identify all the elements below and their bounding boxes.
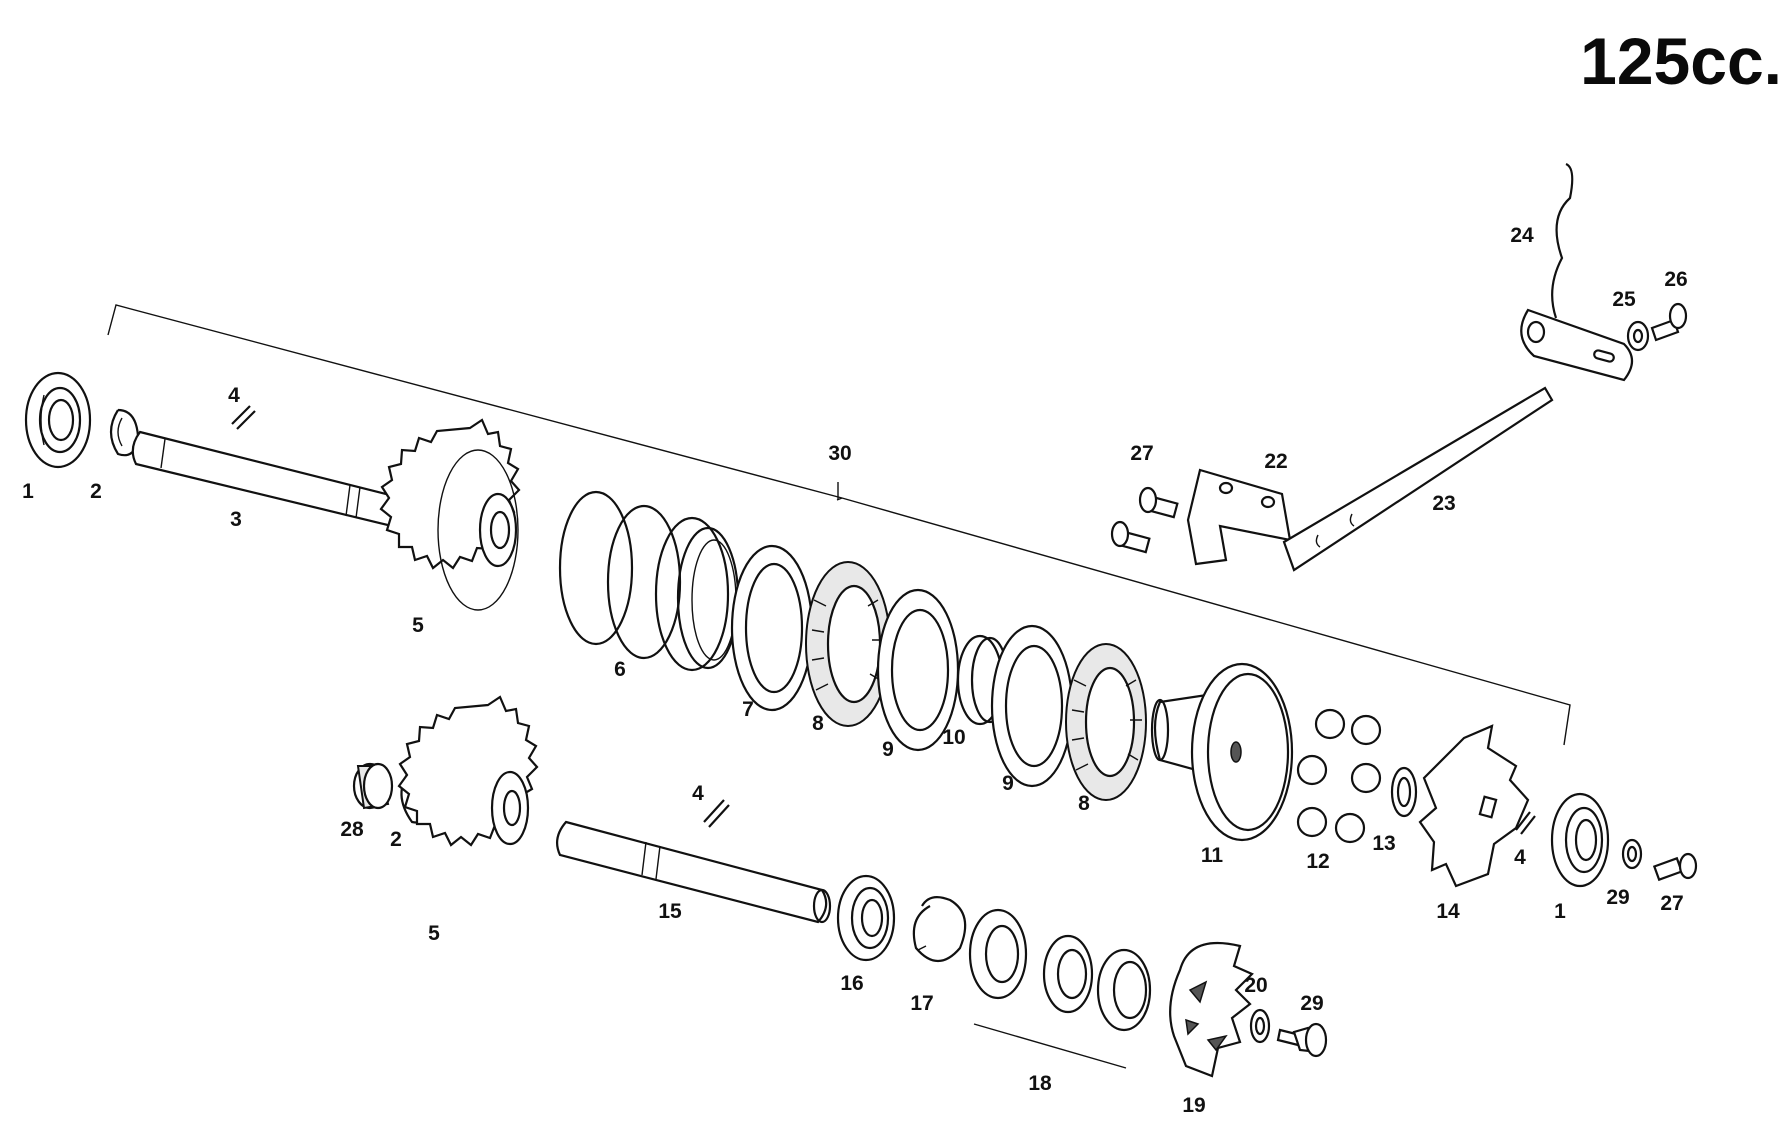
bearing-part-1-right xyxy=(1550,792,1610,888)
label-12: 12 xyxy=(1306,850,1329,873)
impeller-part-19 xyxy=(1169,941,1254,1078)
label-23: 23 xyxy=(1432,492,1455,515)
label-14: 14 xyxy=(1436,900,1460,923)
label-2-upper: 2 xyxy=(90,480,102,503)
label-4-right: 4 xyxy=(1514,846,1526,869)
label-5-lower: 5 xyxy=(428,922,440,945)
shaft-part-15 xyxy=(555,820,832,924)
rod-part-23 xyxy=(1282,386,1554,572)
label-6: 6 xyxy=(614,658,626,681)
label-24: 24 xyxy=(1510,224,1534,247)
screw-part-26 xyxy=(1650,302,1688,342)
engine-displacement-title: 125cc. xyxy=(1580,24,1782,98)
bearing-part-1-left xyxy=(24,371,92,469)
label-10: 10 xyxy=(942,726,965,749)
gear-part-5-upper xyxy=(379,418,521,611)
thrust-bearing-part-8-upper xyxy=(805,561,891,727)
label-28: 28 xyxy=(340,818,364,841)
washer-part-25 xyxy=(1626,320,1650,352)
label-3: 3 xyxy=(230,508,242,531)
shaft-part-3 xyxy=(131,430,407,529)
lever-part-24 xyxy=(1520,162,1634,382)
label-7: 7 xyxy=(742,698,754,721)
screws-part-27-bracket xyxy=(1110,486,1179,554)
label-18: 18 xyxy=(1028,1072,1052,1095)
label-20: 20 xyxy=(1244,974,1267,997)
label-8-lower: 8 xyxy=(1078,792,1090,815)
label-1-right: 1 xyxy=(1554,900,1566,923)
label-9-lower: 9 xyxy=(1002,772,1014,795)
label-13: 13 xyxy=(1372,832,1395,855)
screw-part-27-right xyxy=(1652,852,1698,882)
label-17: 17 xyxy=(910,992,933,1015)
drum-part-11 xyxy=(1150,662,1294,842)
pin-part-4-upper xyxy=(231,405,256,430)
label-26: 26 xyxy=(1664,268,1687,291)
label-4-lower: 4 xyxy=(692,782,704,805)
label-25: 25 xyxy=(1612,288,1636,311)
label-30: 30 xyxy=(828,442,851,465)
spring-part-6 xyxy=(558,490,740,672)
bolt-part-29-lower xyxy=(1276,1022,1328,1058)
label-27-bracket: 27 xyxy=(1130,442,1153,465)
bracket-part-22 xyxy=(1186,468,1292,566)
label-11: 11 xyxy=(1201,844,1224,867)
bushing-part-28 xyxy=(352,762,394,810)
label-29-lower: 29 xyxy=(1300,992,1323,1015)
label-9-upper: 9 xyxy=(882,738,894,761)
label-1-left: 1 xyxy=(22,480,34,503)
label-19: 19 xyxy=(1182,1094,1205,1117)
bearing-part-16 xyxy=(836,874,896,962)
washer-part-7 xyxy=(730,544,814,712)
label-4-upper: 4 xyxy=(228,384,240,407)
label-2-lower: 2 xyxy=(390,828,402,851)
label-15: 15 xyxy=(658,900,682,923)
part-labels: 1 2 3 4 5 6 7 8 9 10 9 8 11 12 13 14 4 1… xyxy=(22,224,1688,1117)
washer-part-13 xyxy=(1390,766,1418,818)
label-5-upper: 5 xyxy=(412,614,424,637)
ramp-plate-part-14 xyxy=(1418,724,1530,888)
washer-part-9-upper xyxy=(876,588,960,752)
thrust-bearing-part-8-lower xyxy=(1065,643,1147,801)
label-27-right: 27 xyxy=(1660,892,1683,915)
washer-part-9-lower xyxy=(990,624,1074,788)
seal-group-part-18 xyxy=(968,908,1152,1069)
label-22: 22 xyxy=(1264,450,1287,473)
label-16: 16 xyxy=(840,972,863,995)
balls-part-12 xyxy=(1296,708,1382,844)
label-29-right: 29 xyxy=(1606,886,1629,909)
assembly-bracket-30 xyxy=(107,304,1571,746)
label-8-upper: 8 xyxy=(812,712,824,735)
pin-part-4-right xyxy=(1515,811,1536,835)
washer-part-29-right xyxy=(1621,838,1643,870)
circlip-part-17 xyxy=(912,895,967,963)
gear-part-5-lower xyxy=(397,695,539,847)
pin-part-4-lower xyxy=(703,799,730,828)
washer-part-20 xyxy=(1249,1008,1271,1044)
